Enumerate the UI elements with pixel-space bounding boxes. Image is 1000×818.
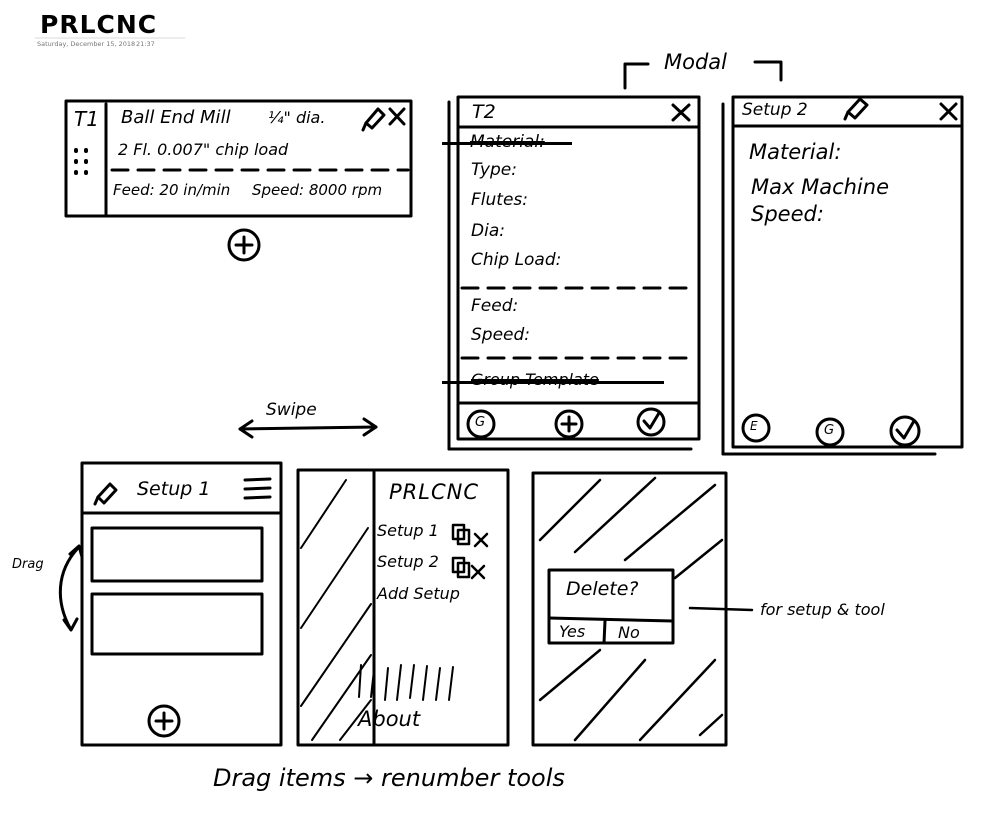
swipe-arrow [238,417,378,439]
copy-icon[interactable] [451,556,471,579]
tool-card-border[interactable] [64,99,413,218]
tool-name: Ball End Mill [121,107,231,128]
hamburger-menu-icon[interactable] [243,477,272,500]
setup-modal-pencil-icon[interactable] [843,97,869,121]
field-type[interactable]: Type: [471,160,517,180]
drag-label: Drag [12,557,44,572]
tool-diameter: ¼" dia. [268,108,326,127]
field-flutes[interactable]: Flutes: [471,190,528,210]
tool-modal-title: T2 [472,101,496,123]
setup-field-speed[interactable]: Speed: [751,202,824,226]
close-icon[interactable] [388,107,406,126]
setup-screen-border [80,461,283,747]
setup-confirm-icon[interactable] [889,415,921,447]
drag-handle-icon[interactable] [74,148,88,175]
setup-screen-title: Setup 1 [137,478,211,500]
group-template-strike-line [442,381,664,384]
modal-label: Modal [664,50,727,74]
setup-modal-title: Setup 2 [742,100,808,120]
delete-dialog-divider [547,616,675,623]
setup-modal-border [731,95,964,449]
setup-modal-close-icon[interactable] [939,102,958,121]
tool-number: T1 [74,107,99,131]
page-time: 21:37 [136,40,155,48]
group-template-label: Group Template [471,370,599,389]
drawer-item-setup-2[interactable]: Setup 2 [377,552,439,571]
confirm-icon[interactable] [636,407,666,437]
for-setup-tool-label: for setup & tool [760,600,885,619]
setup-screen-pencil-icon[interactable] [93,482,118,506]
delete-x-icon[interactable] [473,532,489,548]
page-date: Saturday, December 15, 2018 [37,40,136,48]
swipe-label: Swipe [266,400,317,420]
page-title: PRLCNC [40,10,158,39]
copy-icon[interactable] [451,523,471,546]
tool-list-item-2[interactable] [90,592,264,656]
delete-question: Delete? [566,578,639,600]
tool-modal-border [456,95,701,441]
tool-feed: Feed: 20 in/min [113,181,231,199]
field-chip-load[interactable]: Chip Load: [471,250,562,270]
drawer-item-setup-1[interactable]: Setup 1 [377,521,439,540]
modal-bracket-right [753,60,783,82]
drag-items-caption: Drag items → renumber tools [213,764,565,792]
add-icon[interactable] [554,409,584,439]
drawer-add-setup[interactable]: Add Setup [377,584,460,603]
group-icon-letter: G [824,423,835,438]
drawer-title: PRLCNC [389,480,479,504]
edit-circle-icon[interactable] [741,413,771,443]
material-strike-line [442,142,572,145]
drag-arrow [58,544,84,632]
group-icon-letter: G [475,415,486,430]
delete-dialog [547,568,675,645]
field-feed[interactable]: Feed: [471,296,519,316]
delete-yes-button[interactable]: Yes [559,622,586,641]
add-item-icon[interactable] [147,704,181,738]
setup-field-max-machine[interactable]: Max Machine [751,175,889,199]
setup-group-icon[interactable] [815,417,845,447]
delete-no-button[interactable]: No [618,623,640,642]
tool-modal-close-icon[interactable] [671,103,691,122]
drawer-about[interactable]: About [358,707,421,731]
group-icon[interactable] [466,409,496,439]
drawer-screen-border [296,468,510,747]
annotation-pointer [688,606,754,612]
tool-flutes-chipload: 2 Fl. 0.007" chip load [118,140,289,159]
modal-bracket-left [623,62,650,90]
edit-icon-letter: E [750,419,758,433]
field-dia[interactable]: Dia: [471,221,505,241]
add-tool-icon[interactable] [227,228,261,262]
delete-dialog-button-divider [602,619,607,645]
pencil-icon[interactable] [361,107,386,132]
setup-field-material[interactable]: Material: [749,140,842,164]
field-speed[interactable]: Speed: [471,325,531,345]
drawer-hatching [300,479,454,741]
overlay-hatching [538,476,724,742]
delete-x-icon[interactable] [470,564,486,580]
tool-list-item-1[interactable] [90,526,264,583]
tool-speed: Speed: 8000 rpm [252,181,383,199]
